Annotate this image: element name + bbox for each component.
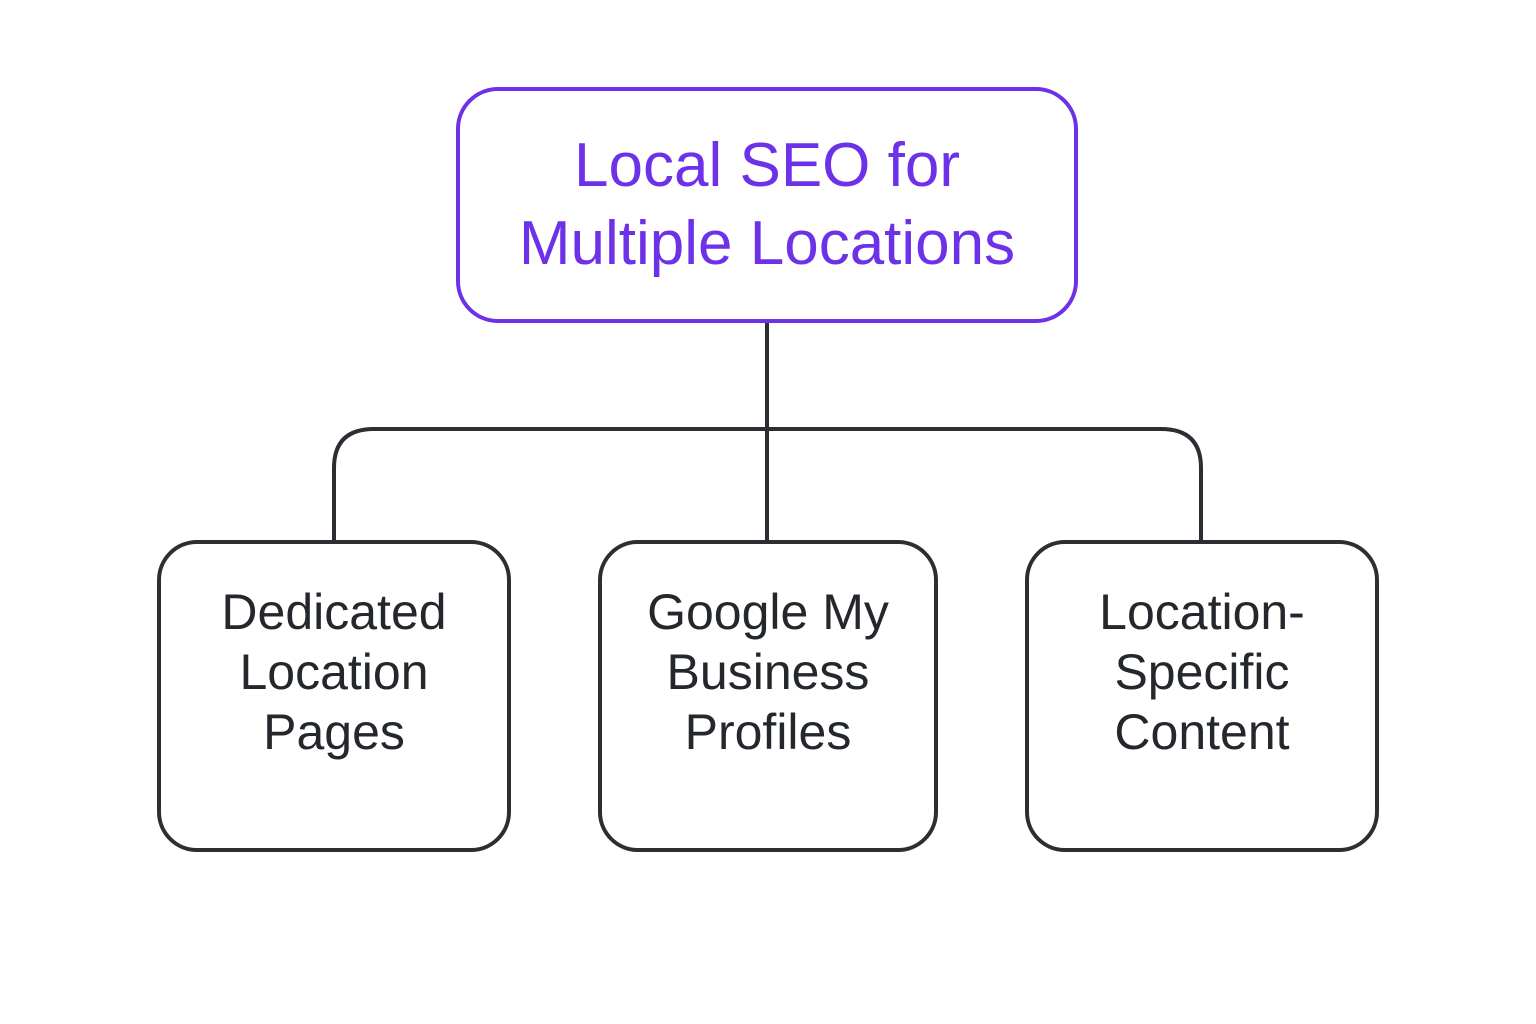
root-label: Local SEO for Multiple Locations	[519, 127, 1015, 283]
child-label: Dedicated Location Pages	[221, 582, 446, 810]
child-label-line: Google My	[647, 584, 889, 640]
root-node: Local SEO for Multiple Locations	[456, 87, 1078, 323]
child-node-location-specific-content: Location- Specific Content	[1025, 540, 1379, 852]
child-label-line: Dedicated	[221, 584, 447, 640]
root-label-line: Local SEO for	[574, 131, 960, 200]
child-label: Location- Specific Content	[1099, 582, 1305, 810]
child-node-dedicated-location-pages: Dedicated Location Pages	[157, 540, 511, 852]
branch-horizontal-connector	[332, 427, 1203, 540]
child-label-line: Profiles	[684, 704, 852, 760]
root-label-line: Multiple Locations	[518, 209, 1016, 278]
child-label: Google My Business Profiles	[647, 582, 889, 810]
child-label-line: Pages	[263, 704, 405, 760]
child-label-line: Location	[239, 644, 429, 700]
child-label-line: Specific	[1114, 644, 1290, 700]
child-label-line: Content	[1114, 704, 1290, 760]
child-label-line: Location-	[1099, 584, 1305, 640]
child-node-google-my-business-profiles: Google My Business Profiles	[598, 540, 938, 852]
child-label-line: Business	[666, 644, 870, 700]
